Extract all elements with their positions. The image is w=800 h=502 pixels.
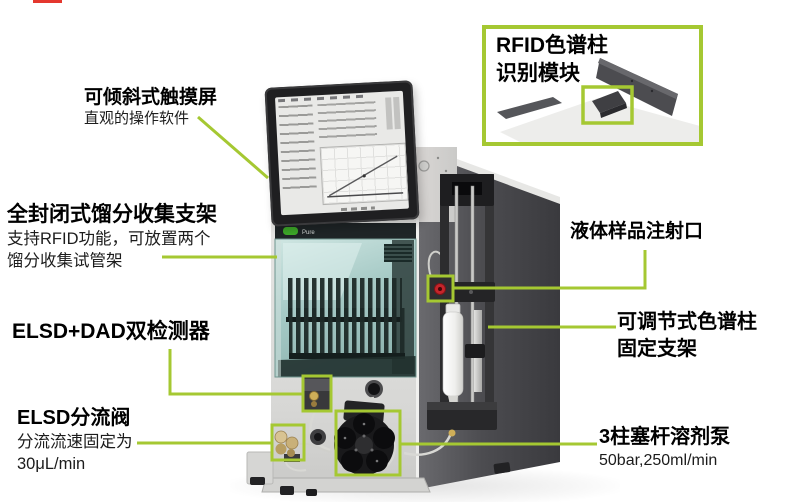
highlight-pump [334, 409, 402, 477]
foot [280, 486, 294, 495]
rfid-title-line2: 识别模块 [496, 62, 580, 85]
collector-sill [278, 356, 416, 377]
callout-detector: ELSD+DAD双检测器 [12, 319, 210, 345]
screen-gradient-chart [319, 142, 409, 206]
highlight-valve [270, 423, 306, 462]
collector-grille [384, 244, 412, 262]
left-panel-edge [497, 97, 562, 119]
touchscreen-title: 可倾斜式触摸屏 [84, 87, 218, 108]
front-corner-highlight [416, 220, 419, 489]
screw-dot [436, 156, 440, 160]
detector-title: ELSD+DAD双检测器 [12, 320, 210, 343]
back-panel [596, 58, 678, 116]
collector-left-frame [275, 239, 281, 377]
callout-touchscreen: 可倾斜式触摸屏 直观的操作软件 [84, 86, 217, 128]
foot [306, 489, 317, 496]
chart-point [362, 174, 366, 178]
machine-top-surface [500, 98, 699, 142]
callout-column-bracket: 可调节式色谱柱 固定支架 [617, 309, 757, 363]
highlight-detector [301, 374, 333, 413]
back-panel-edge [598, 58, 678, 99]
highlight-rfid-module [581, 85, 634, 125]
leader-detector [168, 349, 303, 396]
foot [493, 462, 511, 474]
waste-port [365, 380, 383, 398]
collector-subtitle-line1: 支持RFID功能，可放置两个 [7, 230, 211, 248]
screw-dot [630, 79, 634, 83]
rfid-inset-box: RFID色谱柱 识别模块 [482, 25, 703, 146]
split-valve [274, 430, 300, 462]
rfid-module [592, 91, 626, 113]
machine-base [261, 477, 431, 493]
leader-touchscreen [197, 115, 269, 180]
callout-injection-port: 液体样品注射口 [570, 220, 703, 244]
brand-logo [283, 227, 298, 235]
valve-subtitle-line1: 分流流速固定为 [17, 433, 133, 451]
tube-rack-front [289, 308, 405, 359]
vent-hole [418, 160, 430, 172]
glass-outline [274, 238, 417, 378]
rfid-module-side [600, 103, 627, 118]
touchscreen [264, 80, 420, 227]
rfid-inset-photo [497, 58, 699, 142]
stray-red-mark [33, 0, 62, 3]
chart-axis [327, 192, 404, 198]
injection-port [429, 276, 453, 302]
callout-fraction-collector: 全封闭式馏分收集支架 支持RFID功能，可放置两个 馏分收集试管架 [7, 202, 217, 272]
detector-block [302, 377, 332, 412]
column-title-line2: 固定支架 [617, 338, 697, 360]
rig-base-block [427, 402, 497, 437]
collector-title: 全封闭式馏分收集支架 [7, 203, 217, 226]
brand-logo-text: Pure [302, 230, 315, 236]
screw-dot [650, 89, 654, 93]
leader-injection [453, 250, 647, 290]
valve-subtitle-line2: 30μL/min [17, 455, 86, 473]
highlight-injection-port [426, 274, 455, 303]
touchscreen-subtitle: 直观的操作软件 [84, 110, 190, 127]
pump-subtitle: 50bar,250ml/min [599, 452, 718, 469]
chromatography-column [442, 303, 464, 415]
screw-dot [444, 169, 448, 173]
callout-split-valve: ELSD分流阀 分流流速固定为 30μL/min [17, 406, 133, 475]
pump-aux-port [310, 429, 326, 445]
collector-subtitle-line2: 馏分收集试管架 [7, 252, 123, 270]
rfid-title-line1: RFID色谱柱 [496, 34, 608, 57]
left-base-bracket [246, 451, 274, 485]
collector-header [275, 223, 416, 239]
pump-title: 3柱塞杆溶剂泵 [599, 426, 731, 448]
column-title-line1: 可调节式色谱柱 [617, 311, 757, 333]
valve-title: ELSD分流阀 [17, 407, 131, 429]
injection-title: 液体样品注射口 [570, 221, 704, 242]
solvent-pump-head [334, 400, 395, 475]
touchscreen-display [274, 90, 409, 216]
callout-solvent-pump: 3柱塞杆溶剂泵 50bar,250ml/min [599, 425, 730, 471]
rfid-callout-title: RFID色谱柱 识别模块 [496, 32, 608, 88]
